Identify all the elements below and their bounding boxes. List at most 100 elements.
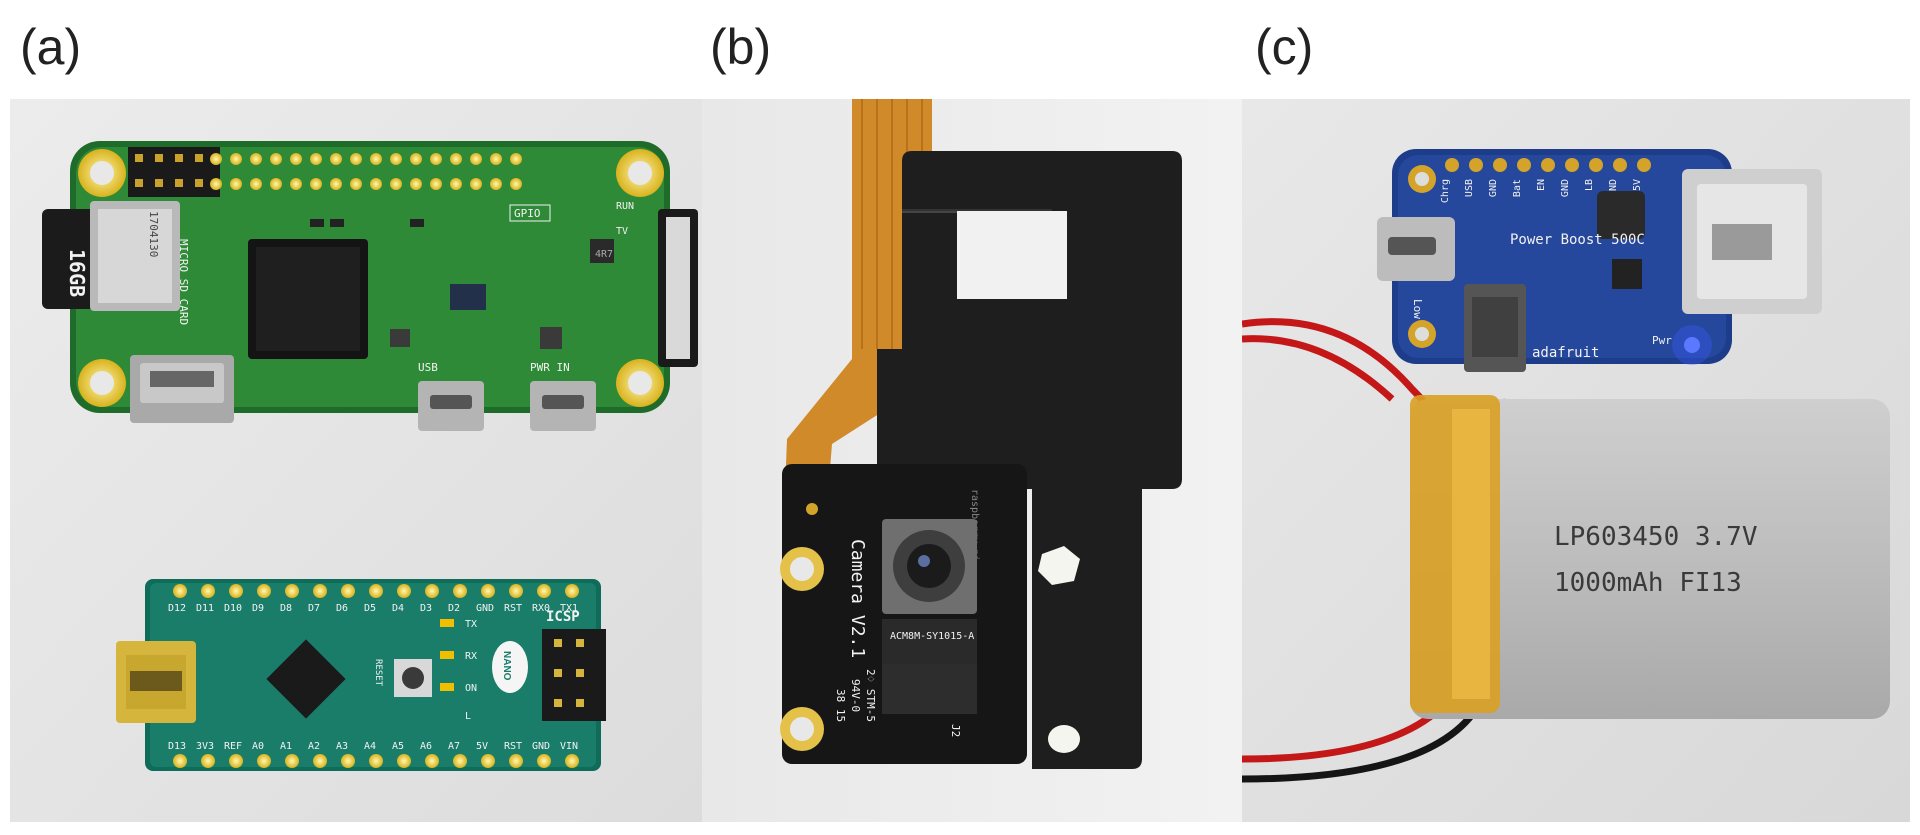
powerboost-pin-label: EN	[1536, 179, 1547, 191]
nylon-nut	[1038, 546, 1080, 585]
nano-top-pin-hole	[425, 584, 439, 598]
battery-line-1: LP603450 3.7V	[1554, 522, 1758, 552]
l-label: L	[465, 711, 471, 722]
gpio-pin-hole	[210, 153, 222, 165]
camera-code-3: 38 15	[834, 689, 847, 722]
gpio-pin-hole	[490, 178, 502, 190]
gpio-pin-hole	[270, 153, 282, 165]
photo-panel-a: 16GB MICRO SD CARD 1704130 4R7 GPIO RUN …	[10, 99, 702, 822]
nano-top-pin-label: RST	[504, 603, 522, 614]
gpio-pin-hole	[430, 178, 442, 190]
gpio-pin-hole	[290, 153, 302, 165]
nano-bottom-pin-hole	[453, 754, 467, 768]
tv-label: TV	[616, 226, 628, 237]
photo-panel-b: Camera V2.1 raspberry pi ACM8M-SY1015-A …	[702, 99, 1242, 822]
nano-bottom-pin-label: A7	[448, 741, 460, 752]
photo-b-canvas: Camera V2.1 raspberry pi ACM8M-SY1015-A …	[702, 99, 1242, 822]
nano-top-pin-hole	[173, 584, 187, 598]
nano-top-pin-label: D6	[336, 603, 348, 614]
gpio-pin-hole	[310, 153, 322, 165]
nano-bottom-pin-label: GND	[532, 741, 550, 752]
low-label: Low	[1411, 299, 1424, 319]
gpio-pin-hole	[310, 178, 322, 190]
gpio-pin-hole	[370, 153, 382, 165]
nano-badge: NANO	[501, 651, 512, 681]
nano-bottom-pin-label: 3V3	[196, 741, 214, 752]
gpio-pin-hole	[390, 178, 402, 190]
photo-a-canvas: 16GB MICRO SD CARD 1704130 4R7 GPIO RUN …	[10, 99, 702, 822]
camera-code-2: 94V-0	[849, 679, 862, 712]
camera-j2: J2	[949, 724, 962, 737]
gpio-pin-hole	[370, 178, 382, 190]
nano-top-pin-hole	[481, 584, 495, 598]
gpio-pin-hole	[250, 153, 262, 165]
sd-slot-label: MICRO SD CARD	[177, 239, 190, 325]
nano-bottom-pin-hole	[425, 754, 439, 768]
inductor-label: 4R7	[595, 249, 613, 260]
nano-bottom-pin-hole	[369, 754, 383, 768]
gpio-pin-hole	[410, 153, 422, 165]
lipo-battery: LP603450 3.7V 1000mAh FI13	[1410, 395, 1890, 719]
powerboost-pin-hole	[1565, 158, 1579, 172]
nano-top-pin-hole	[509, 584, 523, 598]
nano-bottom-pin-label: A2	[308, 741, 320, 752]
ribbon-cable	[782, 99, 932, 569]
panel-label-a: (a)	[20, 19, 82, 75]
nano-top-pin-hole	[453, 584, 467, 598]
nano-bottom-pin-hole	[537, 754, 551, 768]
nano-top-pin-hole	[397, 584, 411, 598]
nylon-screw	[1048, 725, 1080, 753]
gpio-pin-hole	[470, 178, 482, 190]
camera-name: Camera V2.1	[847, 539, 868, 658]
nano-top-pin-label: D8	[280, 603, 292, 614]
nano-bottom-pin-label: A4	[364, 741, 376, 752]
gpio-pin-hole	[210, 178, 222, 190]
nano-top-pin-hole	[229, 584, 243, 598]
powerboost-pin-label: LB	[1584, 179, 1595, 191]
gpio-pin-hole	[450, 153, 462, 165]
nano-bottom-pin-label: 5V	[476, 741, 488, 752]
gpio-pin-hole	[230, 178, 242, 190]
nano-top-pin-hole	[537, 584, 551, 598]
nano-top-pin-label: D7	[308, 603, 320, 614]
gpio-pin-hole	[390, 153, 402, 165]
nano-bottom-pin-label: D13	[168, 741, 186, 752]
nano-top-pin-hole	[341, 584, 355, 598]
nano-bottom-pin-hole	[285, 754, 299, 768]
gpio-pin-hole	[250, 178, 262, 190]
battery-line-2: 1000mAh FI13	[1554, 568, 1742, 598]
gpio-pin-hole	[290, 178, 302, 190]
gpio-pin-hole	[350, 178, 362, 190]
nano-top-pin-hole	[369, 584, 383, 598]
rx-label: RX	[465, 651, 477, 662]
nano-bottom-pin-label: A1	[280, 741, 292, 752]
nano-top-pin-hole	[313, 584, 327, 598]
nano-top-pin-label: D5	[364, 603, 376, 614]
on-label: ON	[465, 683, 477, 694]
nano-top-pin-label: D12	[168, 603, 186, 614]
gpio-label: GPIO	[514, 207, 541, 220]
powerboost-pin-label: Chrg	[1440, 179, 1451, 203]
nano-bottom-pin-hole	[229, 754, 243, 768]
nano-top-pin-label: TX1	[560, 603, 578, 614]
nano-bottom-pin-label: RST	[504, 741, 522, 752]
nano-bottom-pin-hole	[173, 754, 187, 768]
nano-top-pin-hole	[565, 584, 579, 598]
powerboost-pin-hole	[1541, 158, 1555, 172]
nano-top-pin-label: D11	[196, 603, 214, 614]
powerboost-pin-hole	[1637, 158, 1651, 172]
nano-bottom-pin-label: VIN	[560, 741, 578, 752]
powerboost-pin-label: GND	[1560, 179, 1571, 197]
powerboost-pin-hole	[1445, 158, 1459, 172]
raspberry-pi-zero-board: 16GB MICRO SD CARD 1704130 4R7 GPIO RUN …	[42, 141, 698, 431]
nano-bottom-pin-hole	[565, 754, 579, 768]
nano-top-pin-hole	[285, 584, 299, 598]
nano-top-pin-label: D2	[448, 603, 460, 614]
powerboost-name: Power Boost 500C	[1510, 232, 1645, 248]
nano-bottom-pin-hole	[341, 754, 355, 768]
gpio-pin-hole	[330, 178, 342, 190]
nano-bottom-pin-hole	[201, 754, 215, 768]
